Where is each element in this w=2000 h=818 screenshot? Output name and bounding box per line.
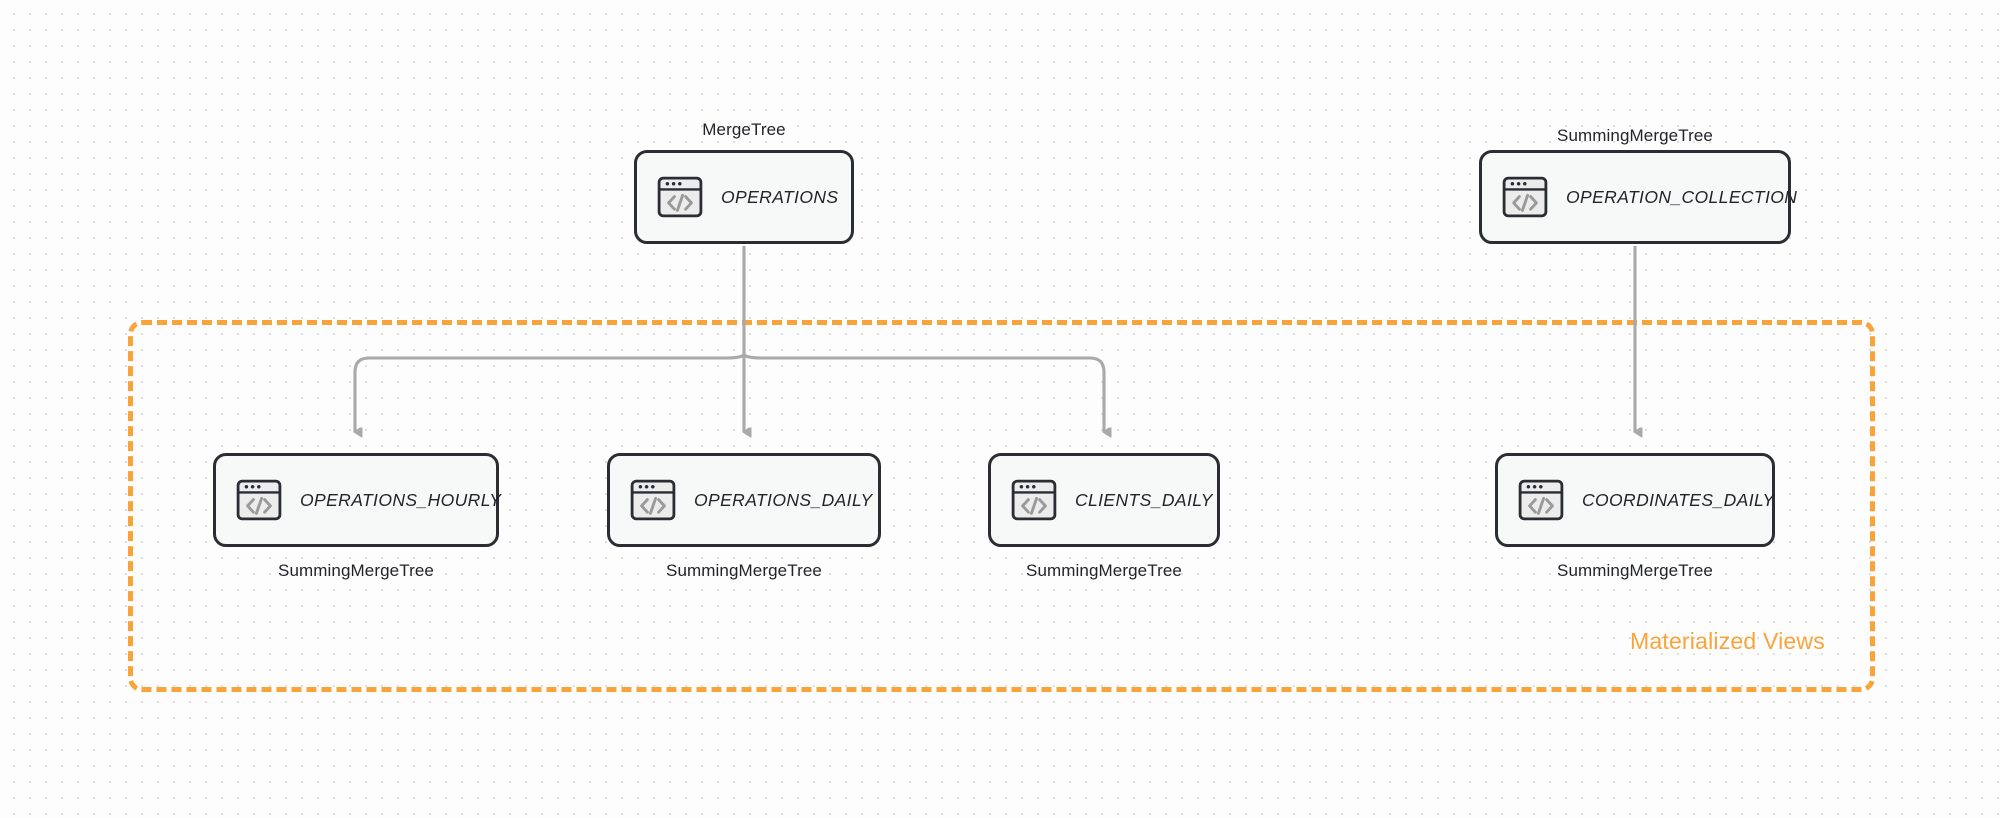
node-operations[interactable]: OPERATIONS xyxy=(634,150,854,244)
node-caption-operations: MergeTree xyxy=(702,120,786,139)
node-caption-operations-daily: SummingMergeTree xyxy=(666,561,822,580)
node-label: CLIENTS_DAILY xyxy=(1075,489,1213,510)
node-caption-coordinates-daily: SummingMergeTree xyxy=(1557,561,1713,580)
code-window-icon xyxy=(1011,479,1057,521)
node-clients-daily[interactable]: CLIENTS_DAILY xyxy=(988,453,1220,547)
materialized-views-label: Materialized Views xyxy=(1630,628,1825,654)
node-label: COORDINATES_DAILY xyxy=(1582,489,1775,510)
code-window-icon xyxy=(1502,176,1548,218)
code-window-icon xyxy=(657,176,703,218)
code-window-icon xyxy=(630,479,676,521)
materialized-views-group xyxy=(128,320,1875,692)
node-label: OPERATION_COLLECTION xyxy=(1566,186,1798,207)
node-operations-daily[interactable]: OPERATIONS_DAILY xyxy=(607,453,881,547)
node-operation-collection[interactable]: OPERATION_COLLECTION xyxy=(1479,150,1797,244)
node-label: OPERATIONS_DAILY xyxy=(694,489,873,510)
code-window-icon xyxy=(1518,479,1564,521)
node-label: OPERATIONS xyxy=(721,186,839,207)
node-caption-clients-daily: SummingMergeTree xyxy=(1026,561,1182,580)
node-caption-operation-collection: SummingMergeTree xyxy=(1557,126,1713,145)
node-operations-hourly[interactable]: OPERATIONS_HOURLY xyxy=(213,453,502,547)
node-label: OPERATIONS_HOURLY xyxy=(300,489,502,510)
node-caption-operations-hourly: SummingMergeTree xyxy=(278,561,434,580)
code-window-icon xyxy=(236,479,282,521)
node-coordinates-daily[interactable]: COORDINATES_DAILY xyxy=(1495,453,1775,547)
